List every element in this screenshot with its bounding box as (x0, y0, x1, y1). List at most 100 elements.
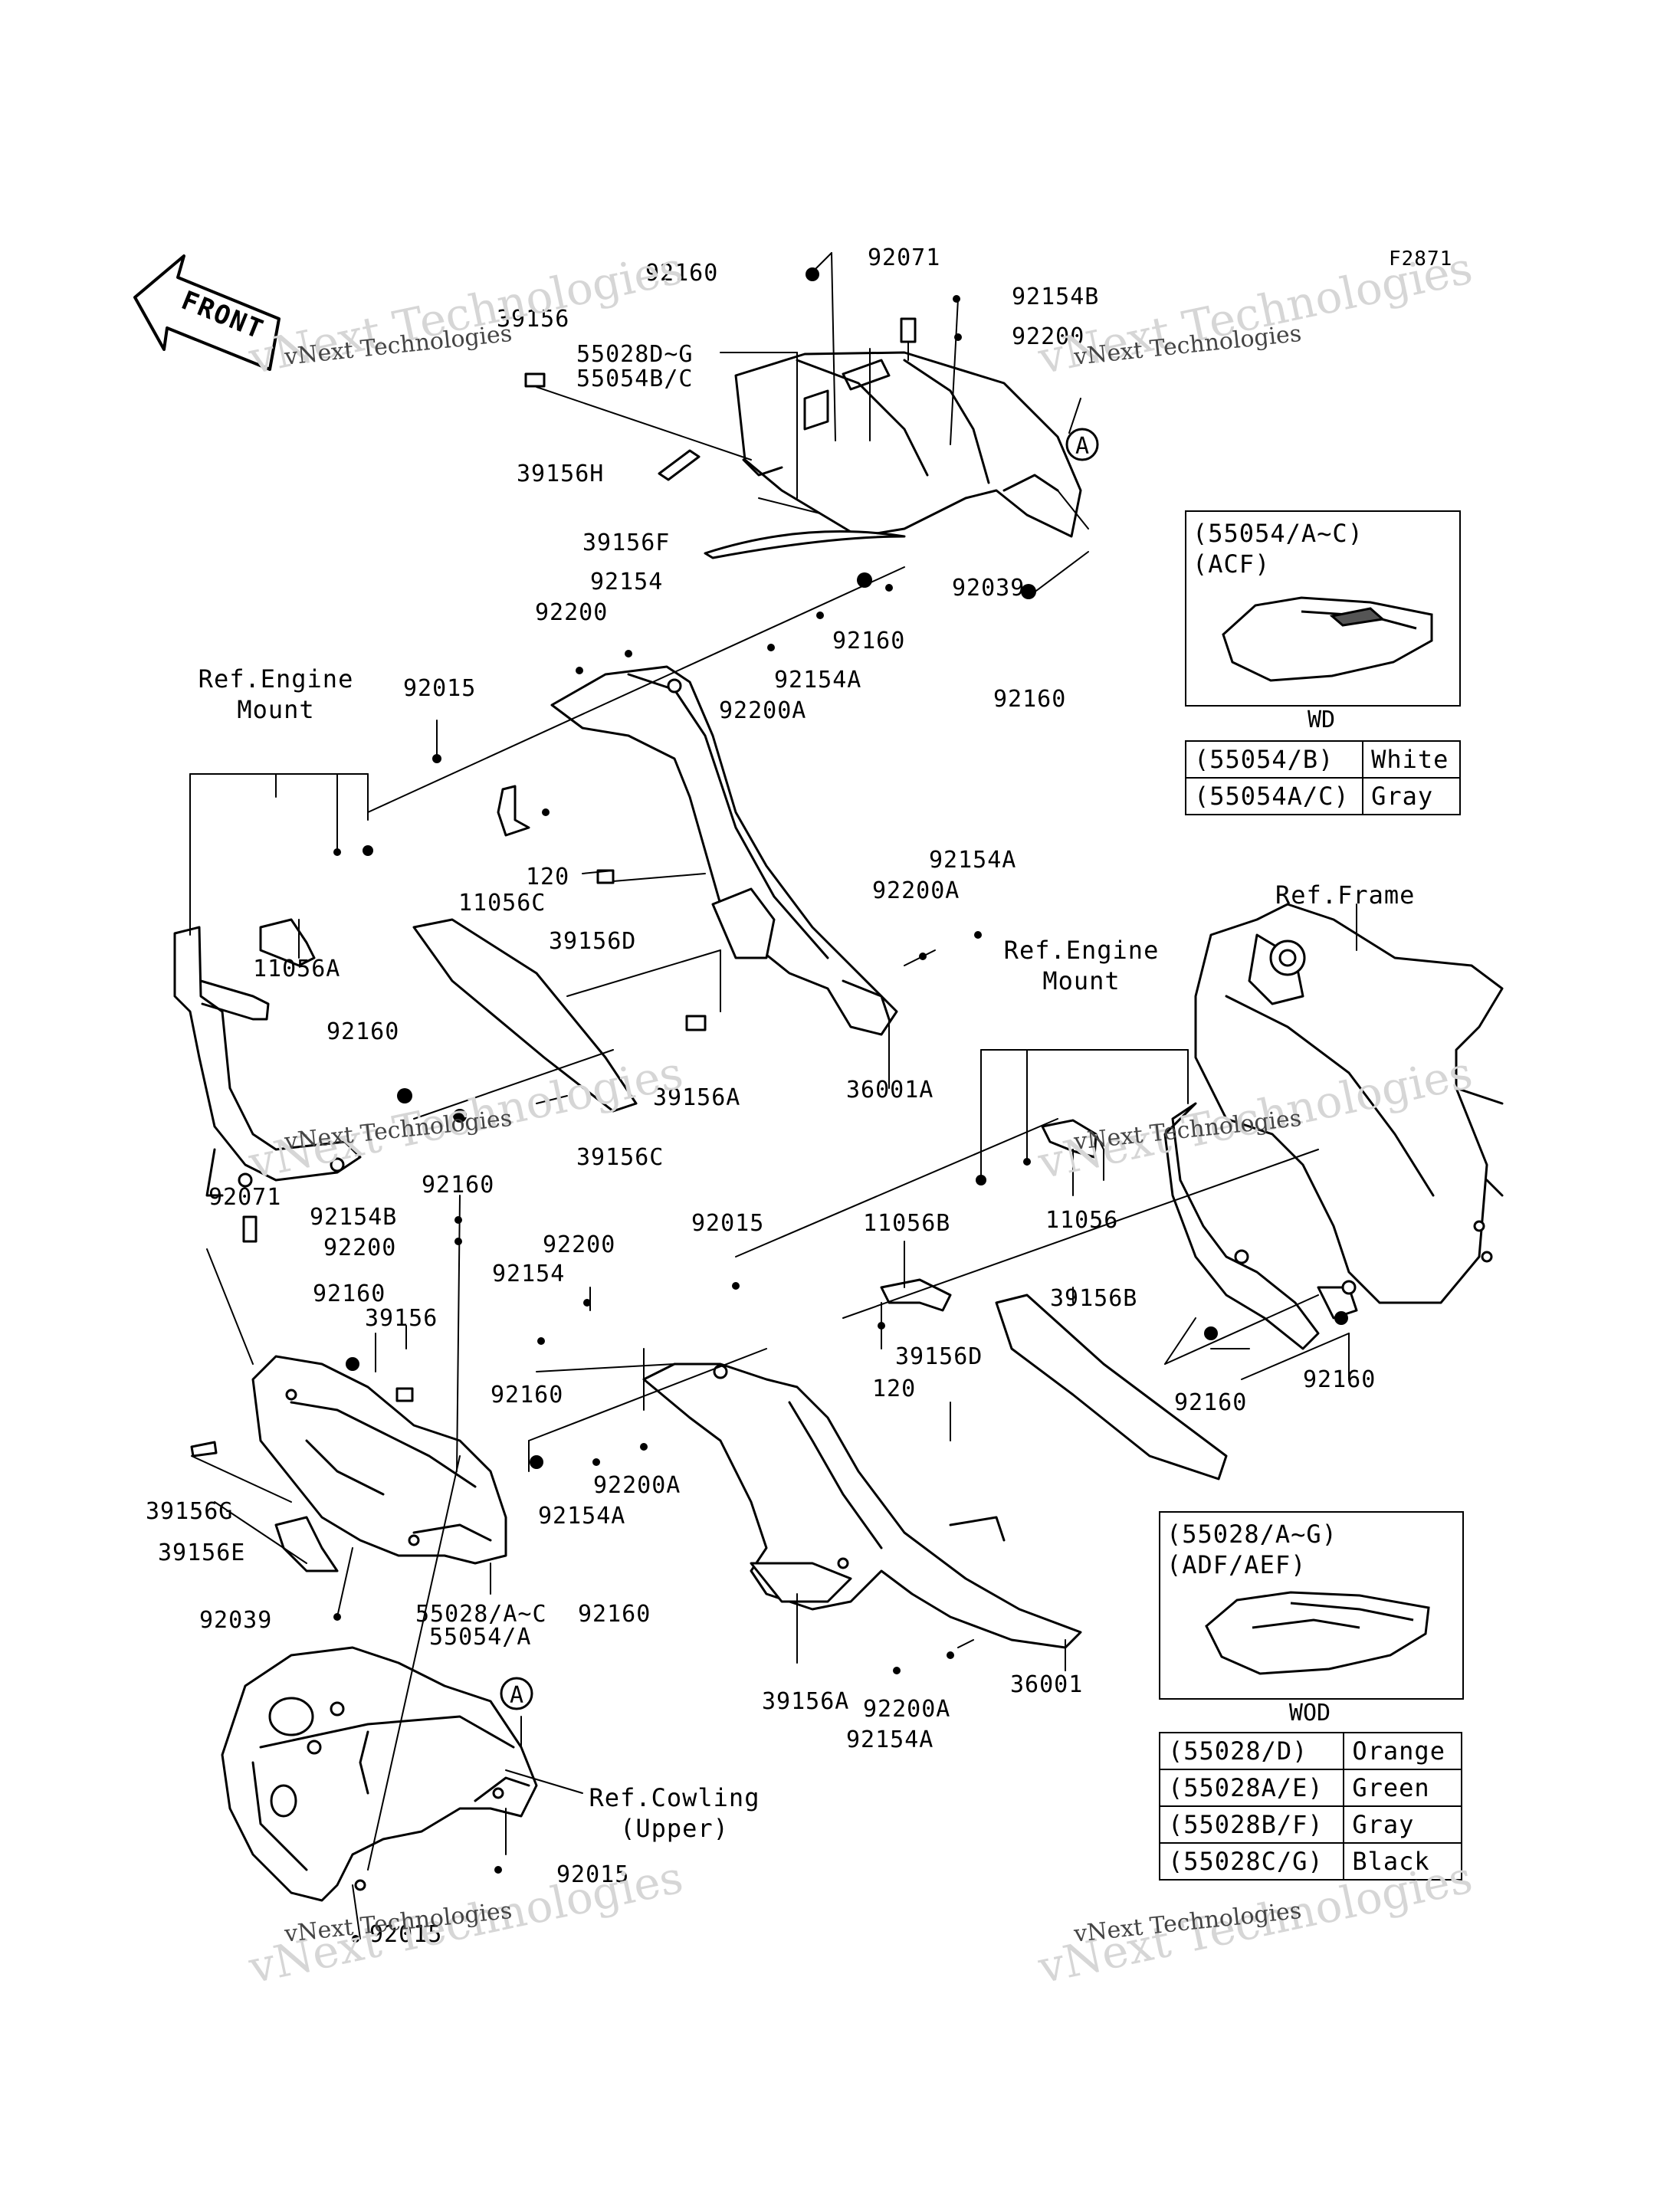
inset-adf-table: (55028/D)Orange (55028A/E)Green (55028B/… (1158, 1732, 1462, 1881)
table-cell: Gray (1362, 777, 1461, 815)
table-row: (55054A/C)Gray (1184, 777, 1461, 815)
ref-engine-mount-1: Ref.Engine Mount (192, 664, 360, 725)
figure-code: F2871 (1389, 248, 1453, 271)
ref-line: Ref.Cowling (589, 1783, 760, 1812)
table-row: (55054/B)White (1184, 740, 1461, 779)
part-label: 39156A (653, 1084, 741, 1111)
part-label: 92160 (993, 686, 1067, 713)
part-label: 92160 (645, 260, 719, 287)
tag-39156-top (524, 372, 546, 388)
hardware-markers (333, 267, 1348, 1943)
part-label: 11056 (1045, 1207, 1119, 1234)
right-side-panel-36001 (642, 1362, 1082, 1649)
table-row: (55028C/G)Black (1158, 1842, 1462, 1881)
part-label: 92160 (832, 628, 906, 654)
part-label: 55028/A~C (415, 1601, 547, 1628)
plate-39156c (412, 918, 638, 1113)
ref-line: Ref.Engine (198, 664, 354, 694)
part-label: 92154 (492, 1261, 566, 1287)
part-label: 39156F (582, 530, 671, 556)
part-label: 36001 (1010, 1671, 1084, 1698)
table-row: (55028A/E)Green (1158, 1769, 1462, 1807)
part-label: 92200 (323, 1235, 397, 1261)
inset-adf-cowl-icon (1205, 1591, 1430, 1675)
part-label: 92154A (929, 847, 1017, 874)
part-label: 39156A (762, 1688, 850, 1715)
bracket-11056c (497, 785, 530, 837)
part-label: 92154B (1012, 284, 1100, 310)
part-label: 92071 (868, 244, 941, 271)
part-label: 92015 (369, 1921, 443, 1948)
inset-header-line: (ADF/AEF) (1166, 1550, 1307, 1579)
part-label: 55054/A (429, 1624, 532, 1651)
part-label: 36001A (846, 1077, 934, 1103)
inset-adf-header: (55028/A~G) (ADF/AEF) (1166, 1519, 1337, 1580)
lower-left-cowl (251, 1355, 507, 1565)
inset-acf-table: (55054/B)White (55054A/C)Gray (1184, 740, 1461, 815)
clip-39156a-1 (685, 1015, 707, 1031)
tag-39156g (190, 1441, 218, 1458)
table-cell: Orange (1343, 1732, 1462, 1770)
part-label: 11056C (458, 890, 546, 917)
leaders-right (735, 903, 1357, 1380)
top-cowl-panel (734, 351, 1082, 538)
inset-header-line: (55054/A~C) (1193, 519, 1363, 548)
part-label: 92160 (578, 1601, 651, 1628)
part-label: 92015 (556, 1861, 630, 1888)
part-label: 55054B/C (576, 366, 694, 392)
tag-39156-low (395, 1387, 414, 1402)
grommet-92071-top (900, 317, 917, 343)
ref-cowling-upper: Ref.Cowling (Upper) (582, 1782, 766, 1844)
part-label: 92154A (846, 1726, 934, 1753)
part-label: 92071 (208, 1184, 282, 1211)
frame-assembly (1163, 903, 1504, 1350)
plate-39156b (995, 1294, 1228, 1481)
ref-line: Mount (237, 695, 315, 724)
table-row: (55028B/F)Gray (1158, 1805, 1462, 1844)
part-label: 92160 (313, 1280, 386, 1307)
part-label: 92039 (199, 1607, 273, 1634)
callout-a-bottom (500, 1677, 533, 1710)
table-cell: (55028/D) (1158, 1732, 1345, 1770)
leaders-top (536, 252, 1089, 598)
table-cell: (55028A/E) (1158, 1769, 1345, 1807)
part-label: 92160 (491, 1382, 564, 1408)
table-cell: (55028C/G) (1158, 1842, 1345, 1881)
part-label: 92200 (1012, 323, 1085, 350)
inner-cowling (221, 1646, 538, 1902)
inset-acf-header: (55054/A~C) (ACF) (1193, 518, 1363, 579)
part-label: 92154A (774, 667, 862, 694)
callout-a-bottom-label: A (509, 1682, 524, 1709)
ref-frame: Ref.Frame (1275, 880, 1416, 910)
part-label: 92015 (691, 1210, 765, 1237)
table-cell: Gray (1343, 1805, 1462, 1844)
part-label: 39156H (517, 461, 605, 487)
part-label: 39156D (549, 928, 637, 955)
part-label: 39156G (146, 1498, 234, 1525)
part-label: 39156E (158, 1540, 246, 1566)
left-side-panel-36001a (550, 665, 898, 1036)
part-label: 92200 (535, 599, 609, 626)
part-label: 39156 (365, 1305, 438, 1332)
inset-adf-box: (55028/A~G) (ADF/AEF) (1159, 1511, 1464, 1700)
part-label: 39156D (895, 1343, 983, 1370)
part-label: 92160 (1174, 1389, 1248, 1416)
part-label: 55028D~G (576, 341, 694, 368)
table-cell: (55054A/C) (1184, 777, 1364, 815)
part-label: 92200A (593, 1472, 681, 1499)
ref-line: Mount (1042, 966, 1121, 995)
part-label: 92200A (719, 697, 807, 724)
part-label: 39156B (1050, 1285, 1138, 1312)
callout-a-top-label: A (1075, 433, 1090, 460)
part-label: 120 (872, 1376, 917, 1402)
ref-line: (Upper) (620, 1814, 729, 1843)
leaders-left (189, 566, 936, 1120)
part-label: 92160 (422, 1172, 495, 1199)
part-label: 39156C (576, 1144, 664, 1171)
table-cell: Green (1343, 1769, 1462, 1807)
inset-header-line: (ACF) (1193, 549, 1271, 579)
table-cell: White (1362, 740, 1461, 779)
table-cell: (55028B/F) (1158, 1805, 1345, 1844)
part-label: 92154B (310, 1204, 398, 1231)
